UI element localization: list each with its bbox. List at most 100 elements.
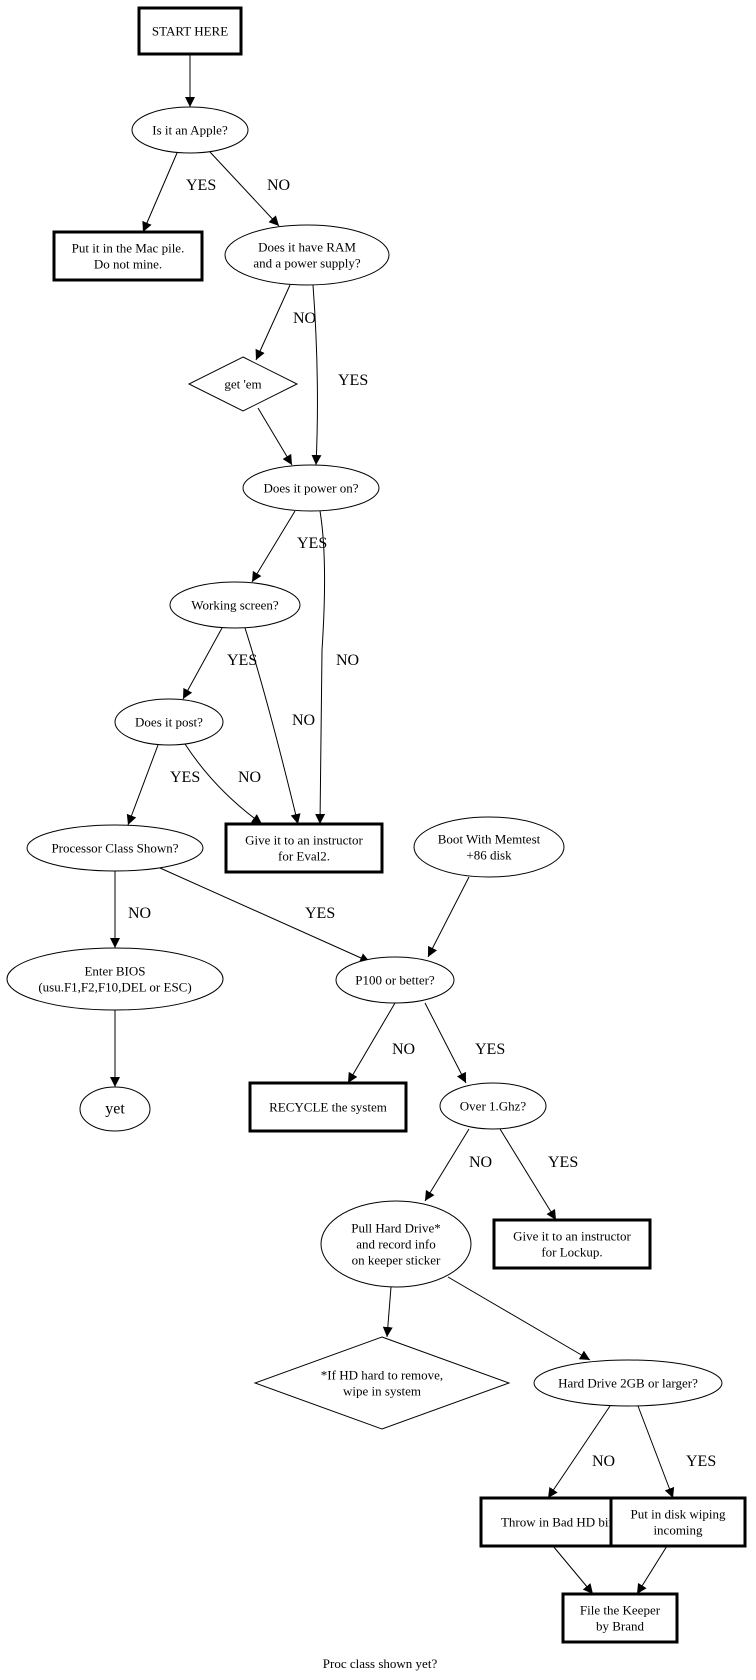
edge-over1ghz-to-pull-hd [424, 1128, 470, 1202]
edge-arrow [424, 1128, 470, 1202]
node-text: Does it have RAM [258, 240, 356, 255]
edge-arrow [184, 743, 263, 825]
node-text: for Lockup. [541, 1245, 602, 1260]
edge-arrow [447, 1276, 591, 1361]
edge-label-yes: YES [297, 535, 327, 552]
edge-label-yes: YES [305, 905, 335, 922]
edge-arrow [159, 867, 371, 963]
edge-p100-to-over1ghz [424, 1002, 467, 1084]
node-text: and record info [356, 1237, 435, 1252]
node-text: get 'em [224, 377, 261, 392]
node-text: P100 or better? [355, 973, 435, 988]
decision-ellipse [320, 1200, 472, 1288]
node-mac-pile: Put it in the Mac pile.Do not mine. [52, 230, 204, 282]
node-text: File the Keeper [580, 1603, 661, 1618]
edge-p100-to-recycle [347, 1002, 396, 1084]
node-text: Boot With Memtest [438, 832, 541, 847]
node-memtest: Boot With Memtest+86 disk [413, 816, 565, 878]
action-box [561, 1592, 679, 1644]
edge-arrow [244, 627, 301, 825]
action-box [224, 822, 384, 874]
node-post: Does it post? [114, 698, 224, 746]
edge-arrow [311, 284, 322, 466]
edge-arrow [427, 876, 470, 958]
node-text: by Brand [596, 1619, 645, 1634]
node-text: Does it post? [135, 715, 203, 730]
edge-label-yes: YES [548, 1154, 578, 1171]
node-working-screen: Working screen? [169, 581, 301, 629]
edge-proc-class-to-p100 [159, 867, 371, 963]
decision-ellipse [413, 816, 565, 878]
edge-hd2gb-to-bad-hd [547, 1405, 611, 1499]
edge-apple-to-mac-pile [142, 152, 178, 233]
edge-arrow [382, 1286, 393, 1338]
edge-label-yes: YES [338, 372, 368, 389]
edge-arrow [315, 510, 326, 825]
edge-post-to-proc-class [126, 744, 159, 826]
node-bios: Enter BIOS(usu.F1,F2,F10,DEL or ESC) [6, 947, 224, 1011]
node-text: +86 disk [466, 848, 512, 863]
edge-arrow [637, 1405, 675, 1499]
edge-post-to-eval2 [184, 743, 263, 825]
edge-arrow [424, 1002, 467, 1084]
node-text: and a power supply? [253, 256, 360, 271]
edge-disk-wipe-to-keeper [636, 1545, 668, 1595]
node-text: yet [105, 1101, 125, 1118]
node-text: Over 1.Ghz? [460, 1099, 527, 1114]
decision-ellipse [79, 1086, 151, 1132]
decision-ellipse [169, 581, 301, 629]
edge-arrow [126, 744, 159, 826]
edge-hd2gb-to-disk-wipe [637, 1405, 675, 1499]
edge-label-no: NO [128, 905, 151, 922]
edge-arrow [636, 1545, 668, 1595]
edge-apple-to-ram-power [209, 151, 280, 227]
edge-working-screen-to-eval2 [244, 627, 301, 825]
node-text: Put it in the Mac pile. [72, 241, 185, 256]
node-proc-class: Processor Class Shown? [26, 824, 204, 872]
action-box [609, 1496, 747, 1548]
edge-memtest-to-p100 [427, 876, 470, 958]
node-text: RECYCLE the system [269, 1100, 387, 1115]
edges-layer [110, 54, 675, 1595]
decision-ellipse [224, 224, 390, 286]
node-text: on keeper sticker [352, 1253, 441, 1268]
node-p100: P100 or better? [335, 956, 455, 1004]
edge-label-no: NO [392, 1041, 415, 1058]
node-text: Does it power on? [264, 481, 359, 496]
edge-over1ghz-to-lockup [499, 1128, 557, 1221]
edge-label-no: NO [293, 310, 316, 327]
note-diamond [187, 356, 299, 412]
edge-arrow [499, 1128, 557, 1221]
node-text: for Eval2. [278, 849, 330, 864]
node-text: Hard Drive 2GB or larger? [558, 1376, 698, 1391]
edge-power-on-to-eval2 [315, 510, 326, 825]
node-text: START HERE [152, 24, 228, 39]
edge-label-no: NO [267, 177, 290, 194]
action-box [137, 6, 243, 56]
decision-ellipse [335, 956, 455, 1004]
edge-arrow [547, 1405, 611, 1499]
edge-arrow [347, 1002, 396, 1084]
diagram-caption: Proc class shown yet? [323, 1656, 438, 1671]
node-hd2gb: Hard Drive 2GB or larger? [533, 1359, 723, 1407]
node-text: Put in disk wiping [631, 1507, 726, 1522]
edge-arrow [182, 627, 223, 700]
edge-label-no: NO [292, 712, 315, 729]
node-text: Throw in Bad HD bin [501, 1515, 616, 1530]
edge-bad-hd-to-keeper [552, 1545, 594, 1595]
node-power-on: Does it power on? [242, 464, 380, 512]
node-text: Give it to an instructor [513, 1229, 631, 1244]
node-text: Processor Class Shown? [51, 841, 178, 856]
node-text: Working screen? [191, 598, 279, 613]
node-text: wipe in system [343, 1384, 421, 1399]
edge-label-yes: YES [170, 769, 200, 786]
action-box [248, 1081, 408, 1133]
edge-working-screen-to-post [182, 627, 223, 700]
node-text: *If HD hard to remove, [321, 1368, 443, 1383]
decision-ellipse [114, 698, 224, 746]
